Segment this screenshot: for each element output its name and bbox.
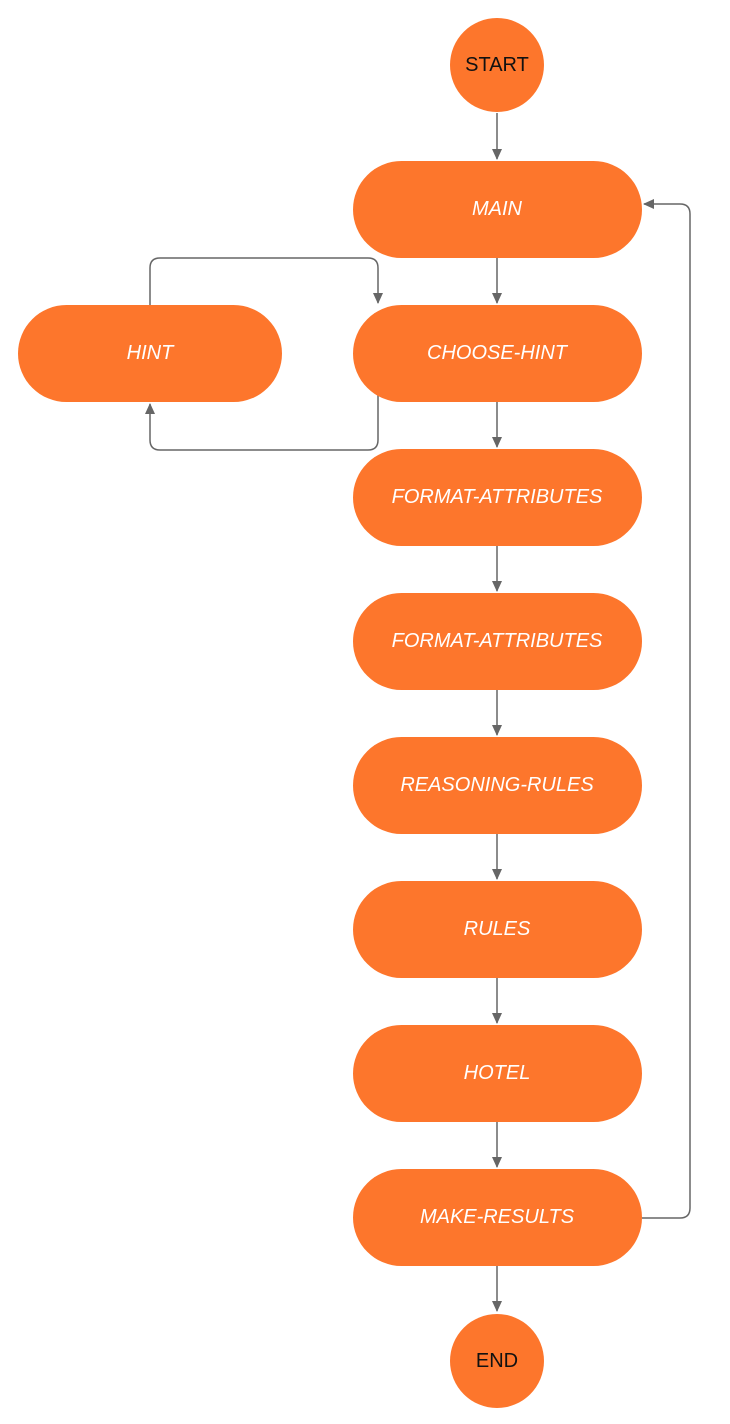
start-node: START bbox=[450, 18, 544, 112]
connectors bbox=[145, 113, 691, 1312]
format-attributes-node-1: FORMAT-ATTRIBUTES bbox=[353, 449, 642, 546]
make-results-node: MAKE-RESULTS bbox=[353, 1169, 642, 1266]
reasoning-rules-node-shape bbox=[353, 737, 642, 834]
hint-node-label: HINT bbox=[127, 342, 175, 364]
format-attributes-node-2: FORMAT-ATTRIBUTES bbox=[353, 593, 642, 690]
start-node-shape bbox=[450, 18, 544, 112]
choose-hint-node: CHOOSE-HINT bbox=[353, 305, 642, 402]
edge-make-results-to-main bbox=[642, 199, 691, 1219]
rules-node-label: RULES bbox=[464, 918, 531, 940]
start-node-label: START bbox=[465, 54, 529, 76]
end-node-label: END bbox=[476, 1350, 518, 1372]
reasoning-rules-node: REASONING-RULES bbox=[353, 737, 642, 834]
hint-node-shape bbox=[18, 305, 282, 402]
end-node-shape bbox=[450, 1314, 544, 1408]
choose-hint-node-label: CHOOSE-HINT bbox=[427, 342, 569, 364]
main-node: MAIN bbox=[353, 161, 642, 258]
edge-choose-hint-to-hint bbox=[145, 393, 379, 451]
format-attributes-node-2-shape bbox=[353, 593, 642, 690]
hotel-node: HOTEL bbox=[353, 1025, 642, 1122]
edge-hint-to-choose-hint bbox=[149, 257, 383, 306]
rules-node-shape bbox=[353, 881, 642, 978]
make-results-node-label: MAKE-RESULTS bbox=[420, 1206, 575, 1228]
format-attributes-node-1-label: FORMAT-ATTRIBUTES bbox=[392, 486, 603, 508]
end-node: END bbox=[450, 1314, 544, 1408]
rules-node: RULES bbox=[353, 881, 642, 978]
hotel-node-shape bbox=[353, 1025, 642, 1122]
main-node-label: MAIN bbox=[472, 198, 523, 220]
hint-node: HINT bbox=[18, 305, 282, 402]
choose-hint-node-shape bbox=[353, 305, 642, 402]
main-node-shape bbox=[353, 161, 642, 258]
hotel-node-label: HOTEL bbox=[464, 1062, 531, 1084]
make-results-node-shape bbox=[353, 1169, 642, 1266]
format-attributes-node-2-label: FORMAT-ATTRIBUTES bbox=[392, 630, 603, 652]
reasoning-rules-node-label: REASONING-RULES bbox=[400, 774, 594, 796]
format-attributes-node-1-shape bbox=[353, 449, 642, 546]
